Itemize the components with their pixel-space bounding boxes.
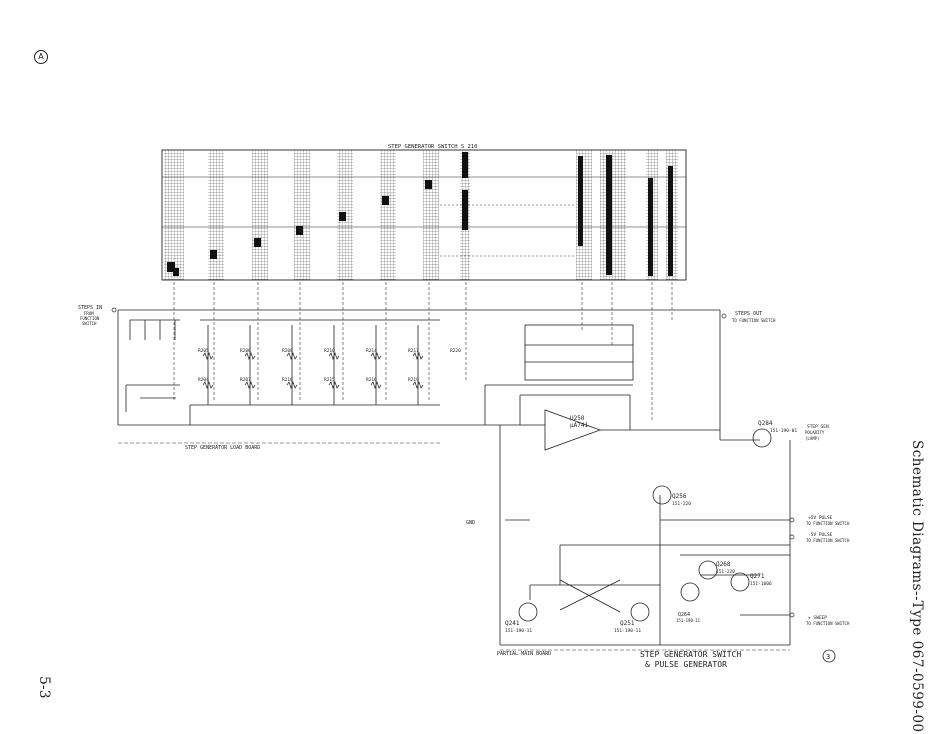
opamp-network: [484, 310, 791, 646]
pulse-plus-sub: TO FUNCTION SWITCH: [806, 521, 850, 526]
resistor-label: R216: [366, 377, 377, 383]
sweep-label: + SWEEP: [808, 615, 827, 621]
q241-label: Q241: [505, 620, 520, 627]
resistor-label: R208: [282, 348, 293, 354]
resistor-label: R220: [450, 348, 461, 354]
resistor-label: R205: [198, 348, 209, 354]
switch-matrix: [161, 149, 687, 281]
resistor-label: R206: [240, 348, 251, 354]
q284-part: 151-190-01: [770, 428, 797, 434]
q268-label: Q268: [716, 561, 731, 568]
steps-in-sub: FROM: [84, 311, 94, 316]
polarity-sub: (LAMP): [805, 436, 819, 441]
main-board-label: PARTIAL MAIN BOARD: [497, 651, 551, 657]
diagram-number: 3: [826, 653, 830, 661]
pulse-minus-sub: TO FUNCTION SWITCH: [806, 538, 850, 543]
resistor-label: R219: [408, 377, 419, 383]
resistor-label: R210: [282, 377, 293, 383]
steps-in-sub: FUNCTION: [80, 316, 100, 321]
actuator-links: [173, 282, 673, 420]
q256-label: Q256: [672, 493, 687, 500]
side-title: Schematic Diagrams--Type 067-0599-00: [909, 440, 925, 733]
steps-out-label: STEPS OUT: [735, 311, 762, 317]
q271-label: Q271: [750, 573, 765, 580]
load-board-wiring: [117, 309, 720, 426]
u250-label: U250: [570, 415, 585, 422]
q268-part: 151-220: [716, 569, 735, 575]
sweep-sub: TO FUNCTION SWITCH: [806, 621, 850, 626]
resistor-label: R215: [324, 377, 335, 383]
u250-type: µA741: [570, 422, 588, 429]
q271-part: 151-1006: [750, 581, 772, 587]
switch-title: STEP GENERATOR SWITCH S 210: [388, 144, 477, 150]
steps-in-label: STEPS IN: [78, 305, 102, 311]
load-board-label: STEP GENERATOR LOAD BOARD: [185, 445, 260, 451]
steps-out-sub: TO FUNCTION SWITCH: [732, 318, 776, 323]
resistor-label: R214: [366, 348, 377, 354]
gnd-label: GND: [466, 520, 475, 526]
polarity-label: STEP GEN: [807, 424, 829, 430]
resistor-label: R217: [408, 348, 419, 354]
q264-label: Q264: [678, 612, 690, 618]
corner-mark-a: A: [34, 50, 48, 64]
page-number: 5-3: [36, 676, 52, 699]
q264-part: 151-190-11: [676, 618, 701, 623]
resistor-label: R207: [240, 377, 251, 383]
resistor-label: R204: [198, 377, 209, 383]
diagram-title-line2: & PULSE GENERATOR: [645, 660, 727, 669]
q256-part: 151-220: [672, 501, 691, 507]
q251-part: 151-190-11: [614, 628, 641, 634]
q241-part: 151-190-11: [505, 628, 532, 634]
diagram-title-line1: STEP GENERATOR SWITCH: [640, 650, 741, 659]
resistor-label: R210: [324, 348, 335, 354]
polarity-sub: POLARITY: [805, 430, 825, 435]
steps-in-sub: SWITCH: [82, 321, 97, 326]
q251-label: Q251: [620, 620, 635, 627]
pulse-minus-label: -5V PULSE: [808, 532, 833, 538]
pulse-plus-label: +5V PULSE: [808, 515, 833, 521]
pulse-generator-wiring: [505, 495, 790, 645]
q284-label: Q284: [758, 420, 773, 427]
